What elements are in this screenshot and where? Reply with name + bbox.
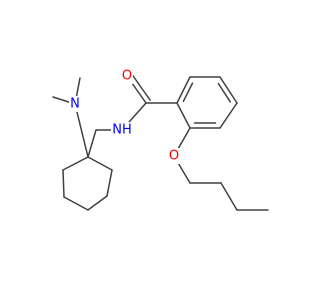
atom-label-background bbox=[69, 96, 81, 112]
atom-label-o-ether: O bbox=[169, 149, 179, 164]
atom-label-layer: O NH N O bbox=[69, 68, 180, 164]
double-bond-b3-b4 bbox=[219, 76, 238, 104]
single-bond-r3-r4 bbox=[63, 196, 89, 211]
single-bond-r4-r5 bbox=[62, 169, 65, 198]
atom-label-background bbox=[168, 148, 180, 164]
single-bond-q-r1 bbox=[87, 156, 113, 171]
atom-label-o-carbonyl: O bbox=[122, 69, 132, 84]
double-bond-b1-b2 bbox=[176, 76, 191, 104]
bond-layer bbox=[52, 72, 269, 211]
single-bond-r1-r2 bbox=[106, 169, 113, 197]
atom-label-background bbox=[121, 68, 133, 84]
double-bond-b3-b4-inner bbox=[217, 82, 232, 103]
single-bond-b6-b1 bbox=[176, 102, 191, 129]
single-bond-r2-r3 bbox=[87, 195, 108, 211]
molecule-structure: O NH N O bbox=[52, 68, 269, 211]
double-bond-b1-b2-inner bbox=[182, 82, 194, 103]
atom-label-n-amide: NH bbox=[112, 123, 132, 138]
atom-label-n-amine: N bbox=[70, 97, 80, 112]
single-bond-e2-e3 bbox=[220, 182, 238, 211]
single-bond-r5-q bbox=[62, 156, 89, 171]
double-bond-c1-o1-inner bbox=[130, 72, 151, 101]
single-bond-ch2-q bbox=[87, 129, 97, 158]
single-bond-q-n2 bbox=[74, 103, 89, 158]
single-bond-b4-b5 bbox=[219, 102, 238, 129]
atom-label-background bbox=[111, 122, 133, 138]
